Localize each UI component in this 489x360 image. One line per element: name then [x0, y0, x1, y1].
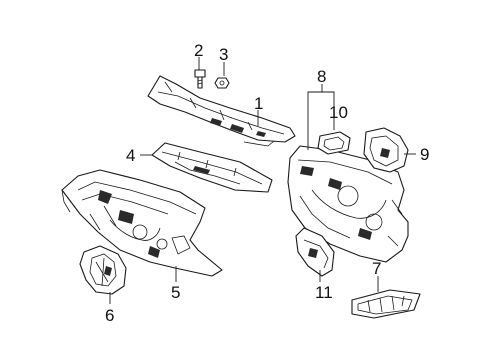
part-8-dash-insulator: [287, 145, 409, 263]
callout-7: 7: [372, 259, 381, 278]
callout-1: 1: [254, 94, 263, 113]
part-3-nut: [214, 77, 230, 89]
callout-11: 11: [315, 283, 333, 302]
leader-lines: [109, 57, 416, 304]
part-11-bracket: [295, 227, 335, 277]
part-2-bolt: [194, 69, 206, 89]
callout-2: 2: [194, 41, 203, 60]
callout-9: 9: [420, 145, 429, 164]
part-6-insulator: [79, 245, 127, 295]
callout-3: 3: [219, 45, 228, 64]
part-10-seal: [317, 131, 351, 155]
callout-10: 10: [329, 103, 348, 122]
part-4-lower-cowl-panel: [151, 142, 273, 193]
callout-8: 8: [317, 67, 326, 86]
callout-4: 4: [126, 146, 135, 165]
part-9-insulator-pad: [363, 127, 409, 173]
callout-5: 5: [171, 283, 180, 302]
part-7-lower-panel: [351, 289, 421, 319]
part-5-dash-panel: [61, 169, 223, 277]
callout-6: 6: [105, 306, 114, 325]
callout-labels: 1 2 3 4 5 6 7 8 9 10 11: [105, 41, 429, 325]
